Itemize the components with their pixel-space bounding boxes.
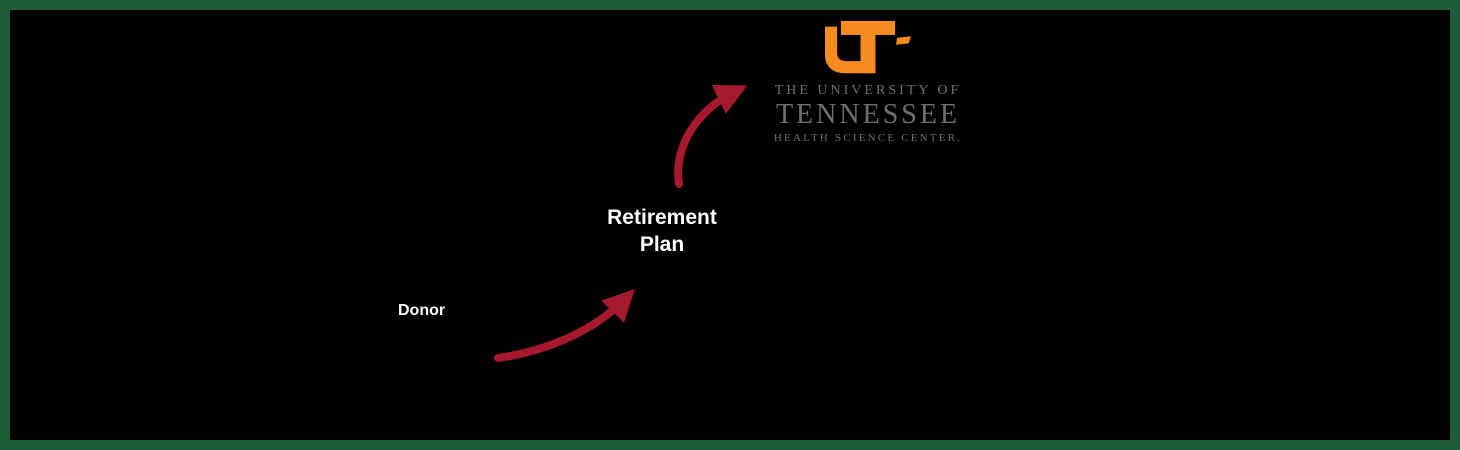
retirement-plan-line2: Plan: [639, 233, 685, 256]
retirement-plan-label: Retirement Plan: [582, 204, 742, 258]
logo-line3: HEALTH SCIENCE CENTER.: [773, 132, 963, 144]
retirement-to-university-arrow: [674, 85, 748, 188]
ut-monogram-icon: [825, 20, 911, 74]
donor-label: Donor: [398, 302, 446, 319]
logo-line1: THE UNIVERSITY OF: [774, 83, 962, 98]
logo-line2: TENNESSEE: [775, 99, 961, 130]
ut-logo: THE UNIVERSITY OF TENNESSEE HEALTH SCIEN…: [766, 20, 970, 144]
retirement-plan-line1: Retirement: [607, 206, 717, 229]
donor-to-retirement-arrow: [494, 288, 635, 362]
diagram-canvas: THE UNIVERSITY OF TENNESSEE HEALTH SCIEN…: [10, 10, 1450, 440]
